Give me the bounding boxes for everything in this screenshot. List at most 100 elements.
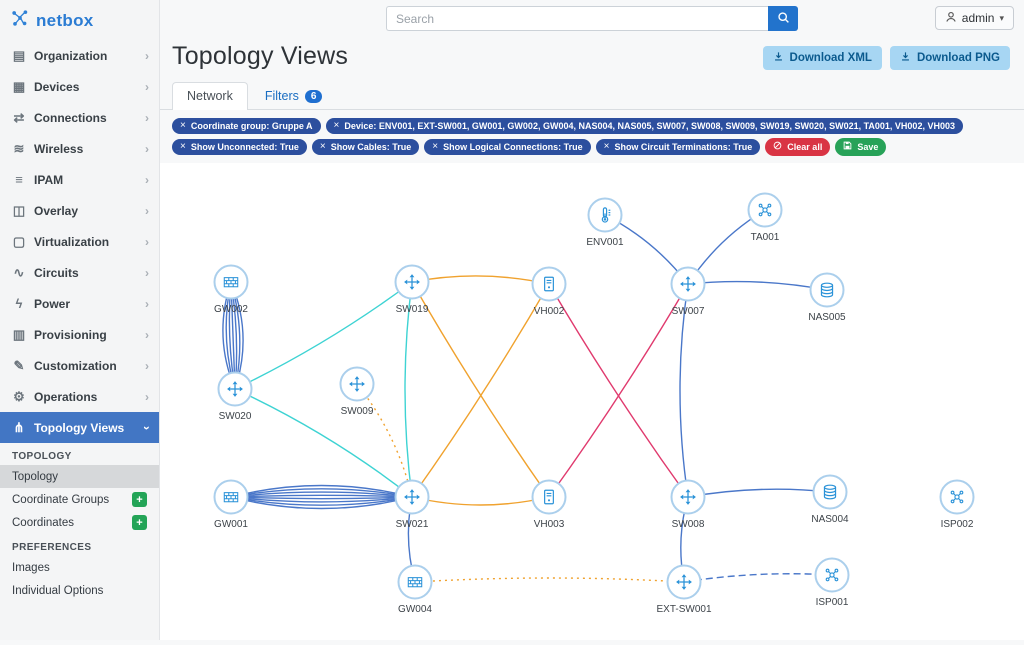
main-area: admin ▾ Topology Views Download XMLDownl… <box>160 0 1024 640</box>
node-label: TA001 <box>751 232 780 243</box>
topology-node-gw004[interactable]: GW004 <box>397 564 433 616</box>
sidebar-subitem-label: Topology <box>12 470 59 483</box>
sidebar-subitem-topology[interactable]: Topology <box>0 465 159 488</box>
topology-node-vh002[interactable]: VH002 <box>531 266 567 318</box>
sidebar-item-provisioning[interactable]: ▥Provisioning› <box>0 319 159 350</box>
filter-chip[interactable]: ×Show Circuit Terminations: True <box>595 139 761 155</box>
topology-node-sw007[interactable]: SW007 <box>670 266 706 318</box>
topology-node-sw009[interactable]: SW009 <box>339 366 375 418</box>
sidebar-subitem-label: Coordinate Groups <box>12 493 110 506</box>
topology-node-sw021[interactable]: SW021 <box>394 479 430 531</box>
sidebar-item-organization[interactable]: ▤Organization› <box>0 40 159 71</box>
wifi-icon: ≋ <box>13 140 25 156</box>
filter-chip[interactable]: ×Show Cables: True <box>311 139 420 155</box>
edge-gw001-sw021 <box>230 488 413 498</box>
topology-node-env001[interactable]: ENV001 <box>586 197 624 249</box>
close-icon[interactable]: × <box>319 141 326 152</box>
topology-node-ext-sw001[interactable]: EXT-SW001 <box>656 564 712 616</box>
add-button[interactable]: + <box>132 515 147 530</box>
topology-node-sw020[interactable]: SW020 <box>217 371 253 423</box>
close-icon[interactable]: × <box>603 141 610 152</box>
topology-node-gw002[interactable]: GW002 <box>213 264 249 316</box>
edge-sw009-sw021 <box>356 383 413 498</box>
filter-chip[interactable]: ×Show Unconnected: True <box>172 139 307 155</box>
chevron-down-icon: ▾ <box>999 12 1004 23</box>
edge-gw001-sw021 <box>230 496 413 500</box>
add-button[interactable]: + <box>132 492 147 507</box>
chip-icon[interactable] <box>773 141 782 153</box>
sidebar-item-ipam[interactable]: ≡IPAM› <box>0 164 159 195</box>
edge-sw007-sw008 <box>679 283 689 498</box>
chevron-icon: › <box>145 79 149 94</box>
close-icon[interactable]: × <box>180 141 186 152</box>
search-box <box>386 6 798 31</box>
topology-node-ta001[interactable]: TA001 <box>747 192 783 244</box>
sidebar-item-label: Provisioning <box>34 327 107 342</box>
sidebar-item-operations[interactable]: ⚙Operations› <box>0 381 159 412</box>
node-label: GW001 <box>214 519 248 530</box>
close-icon[interactable]: × <box>432 141 439 152</box>
filter-chip[interactable]: ×Show Logical Connections: True <box>424 139 591 155</box>
gear-icon: ⚙ <box>13 388 25 404</box>
tab-network[interactable]: Network <box>172 82 248 110</box>
topology-node-sw019[interactable]: SW019 <box>394 264 430 316</box>
node-label: NAS005 <box>808 312 846 323</box>
topology-node-vh003[interactable]: VH003 <box>531 479 567 531</box>
sidebar-item-topology-views[interactable]: ⋔Topology Views› <box>0 412 159 443</box>
sidebar-item-label: Customization <box>34 358 117 373</box>
chevron-icon: › <box>145 234 149 249</box>
sidebar-item-overlay[interactable]: ◫Overlay› <box>0 195 159 226</box>
sidebar-subitem-coordinates[interactable]: Coordinates + <box>0 511 159 534</box>
download-xml-button[interactable]: Download XML <box>762 46 882 70</box>
topology-node-isp001[interactable]: ISP001 <box>814 557 850 609</box>
user-menu-button[interactable]: admin ▾ <box>934 6 1014 30</box>
filter-chip[interactable]: ×Device: ENV001, EXT-SW001, GW001, GW002… <box>325 118 963 134</box>
chevron-icon: › <box>145 327 149 342</box>
close-icon[interactable]: × <box>180 120 186 131</box>
search-button[interactable] <box>768 6 798 31</box>
edge-ext-sw001-isp001 <box>683 573 833 583</box>
edge-gw001-sw021 <box>230 494 413 498</box>
node-label: VH002 <box>534 306 565 317</box>
search-input[interactable] <box>386 6 768 31</box>
topology-node-nas004[interactable]: NAS004 <box>811 474 849 526</box>
brand-logo[interactable]: netbox <box>0 0 159 40</box>
topology-node-isp002[interactable]: ISP002 <box>939 479 975 531</box>
sidebar-item-circuits[interactable]: ∿Circuits› <box>0 257 159 288</box>
filter-chip[interactable]: ×Coordinate group: Gruppe A <box>172 118 321 134</box>
node-label: SW008 <box>672 519 705 530</box>
chevron-icon: › <box>145 110 149 125</box>
download-buttons: Download XML Download PNG <box>762 42 1010 70</box>
sidebar-item-virtualization[interactable]: ▢Virtualization› <box>0 226 159 257</box>
sidebar-subitem-individual-options[interactable]: Individual Options <box>0 579 159 602</box>
sidebar-subitem-label: Coordinates <box>12 516 75 529</box>
node-label: NAS004 <box>811 514 849 525</box>
node-label: SW007 <box>672 306 705 317</box>
sitemap-icon: ⋔ <box>13 419 25 435</box>
sidebar-item-customization[interactable]: ✎Customization› <box>0 350 159 381</box>
topology-node-sw008[interactable]: SW008 <box>670 479 706 531</box>
sidebar-subitem-coordinate-groups[interactable]: Coordinate Groups + <box>0 488 159 511</box>
topology-node-nas005[interactable]: NAS005 <box>808 272 846 324</box>
topbar: admin ▾ <box>160 0 1024 32</box>
node-label: SW021 <box>396 519 429 530</box>
sidebar-item-label: Organization <box>34 48 108 63</box>
topology-node-gw001[interactable]: GW001 <box>213 479 249 531</box>
save-button[interactable]: Save <box>835 138 887 156</box>
close-icon[interactable]: × <box>333 120 340 131</box>
sidebar-item-wireless[interactable]: ≋Wireless› <box>0 133 159 164</box>
sidebar-item-connections[interactable]: ⇄Connections› <box>0 102 159 133</box>
clear-all-button[interactable]: Clear all <box>765 138 831 156</box>
sidebar-item-devices[interactable]: ▦Devices› <box>0 71 159 102</box>
netbox-logo-icon <box>10 8 30 33</box>
download-png-button[interactable]: Download PNG <box>889 46 1010 70</box>
chip-icon[interactable] <box>843 141 852 153</box>
sidebar-subitem-images[interactable]: Images <box>0 556 159 579</box>
sidebar-item-label: Virtualization <box>34 234 110 249</box>
